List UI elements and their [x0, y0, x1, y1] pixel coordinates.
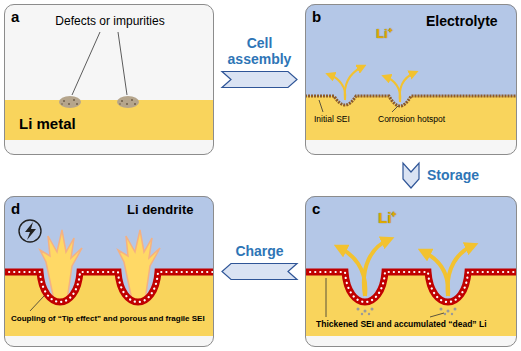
hotspot-label: Corrosion hotspot: [378, 115, 445, 125]
arrow-shape: [403, 163, 419, 188]
leader-line: [118, 32, 127, 95]
background: [305, 196, 517, 347]
background: [4, 196, 214, 347]
process-arrow: [222, 72, 297, 88]
sei-pores: [305, 272, 517, 302]
initial-sei: [305, 96, 517, 106]
panel-letter: c: [312, 200, 320, 217]
li-ion-arrow: [400, 73, 414, 102]
electrolyte: [305, 4, 517, 140]
li-metal-label: Li metal: [19, 115, 76, 132]
process-arrow: [222, 264, 297, 280]
li-ion-arrow: [424, 252, 448, 296]
leader-line: [430, 313, 444, 317]
impurity-dots: [61, 99, 136, 105]
panel-c: cLi⁺ Thickened SEI and accumulated “dead”…: [305, 196, 517, 347]
lightning-bolt: [25, 222, 36, 240]
sei-dead-li-label: Thickened SEI and accumulated “dead” Li: [316, 320, 510, 330]
sei-pores: [4, 272, 214, 302]
electrolyte: [305, 196, 517, 336]
panel-letter: b: [312, 8, 321, 25]
panel-letter: d: [11, 200, 20, 217]
charge-icon: [19, 220, 41, 242]
step-label: Charge: [218, 243, 301, 259]
leader-line: [30, 296, 44, 311]
li-ion-arrow: [330, 75, 345, 100]
panel-b-art: [305, 4, 517, 155]
leader-line: [326, 278, 327, 317]
panel-d-art: [4, 196, 214, 347]
leader-line: [392, 106, 398, 112]
li-ion-arrow: [448, 246, 472, 296]
electrolyte: [4, 196, 214, 336]
electrolyte-label: Electrolyte: [426, 13, 498, 29]
dendrite-label: Li dendrite: [127, 203, 193, 218]
leader-line: [319, 100, 323, 112]
li-ion-label: Li⁺: [378, 209, 396, 226]
process-arrow: [403, 163, 419, 188]
li-ion-arrow: [364, 240, 388, 296]
sei-label: Initial SEI: [314, 115, 350, 125]
porous-sei: [4, 272, 214, 302]
thick-sei: [305, 272, 517, 302]
coupling-label: Coupling of “Tip effect” and porous and …: [11, 314, 209, 323]
panel-d: d Li dendriteCoupling of “Tip effect” and…: [4, 196, 214, 347]
panel-b: b ElectrolyteLi⁺ Initial SEI Corrosion hots…: [305, 4, 517, 155]
li-metal: [4, 272, 214, 336]
defect: [117, 96, 139, 108]
step-label: Storage: [427, 167, 479, 183]
panel-c-art: [305, 196, 517, 347]
arrow-shape: [222, 72, 297, 88]
defect: [59, 96, 81, 108]
defect-label: Defects or impurities: [40, 15, 180, 29]
leader-line: [72, 32, 100, 95]
li-ion-label: Li⁺: [376, 27, 392, 42]
li-metal: [305, 96, 517, 140]
li-metal: [305, 272, 517, 336]
background: [4, 4, 214, 155]
background: [305, 4, 517, 155]
li-ion-arrow: [345, 67, 362, 100]
panel-letter: a: [11, 8, 19, 25]
panel-a: a Defects or impurities Li metal: [4, 4, 214, 155]
panel-a-art: [4, 4, 214, 155]
li-ion-arrow: [340, 248, 365, 296]
arrow-shape: [222, 264, 297, 280]
li-ion-arrow: [386, 77, 400, 102]
li-metal: [4, 100, 214, 140]
step-label: Cell assembly: [218, 35, 301, 67]
